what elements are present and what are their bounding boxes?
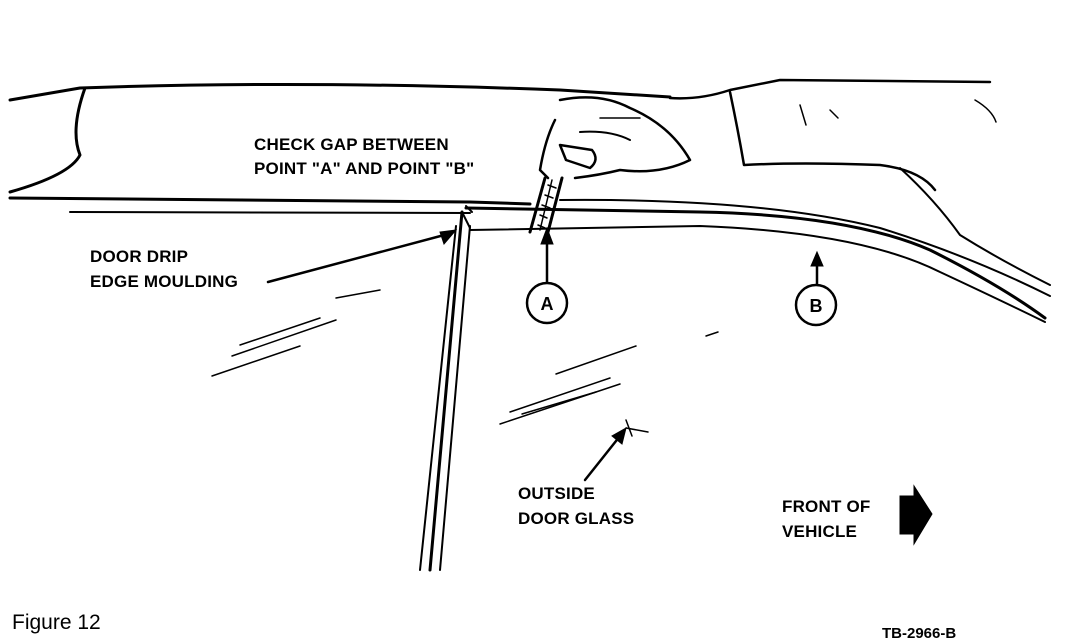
figure-code: TB-2966-B	[882, 625, 956, 642]
leader-lines	[266, 226, 824, 482]
hand-with-gauge	[528, 78, 997, 234]
door-drip-label-line1: DOOR DRIP	[90, 247, 188, 266]
outside-glass-label-line2: DOOR GLASS	[518, 509, 634, 528]
drip-moulding-edge	[464, 167, 1051, 323]
figure-caption: Figure 12	[12, 611, 101, 634]
point-a-label: A	[541, 294, 554, 314]
point-b-callout: B	[794, 283, 838, 327]
outside-glass-label-line1: OUTSIDE	[518, 484, 595, 503]
glass-reflection-lines	[211, 289, 719, 437]
point-a-callout: A	[525, 281, 569, 325]
door-drip-label-line2: EDGE MOULDING	[90, 272, 238, 291]
front-of-vehicle-label-line1: FRONT OF	[782, 497, 870, 516]
door-frame-post	[419, 205, 473, 572]
check-gap-label-line2: POINT "A" AND POINT "B"	[254, 159, 474, 178]
roof-panel	[8, 82, 672, 214]
front-of-vehicle-label-line2: VEHICLE	[782, 522, 857, 541]
check-gap-label-line1: CHECK GAP BETWEEN	[254, 135, 449, 154]
arrow-right-icon	[899, 484, 933, 546]
point-b-label: B	[810, 296, 823, 316]
